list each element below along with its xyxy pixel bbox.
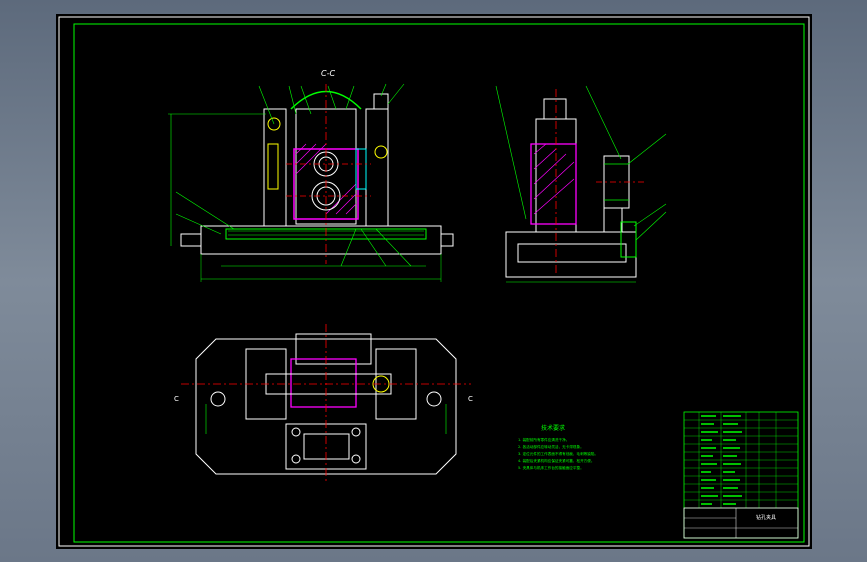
tech-req-line-3: 3. 定位元件的工作表面不得有划痕、毛刺等缺陷。	[518, 451, 598, 456]
side-workpiece	[530, 143, 577, 225]
leader-lines-top	[258, 83, 405, 125]
plan-left-slot	[210, 391, 226, 407]
title-box	[683, 507, 799, 539]
plan-bolt-4	[351, 454, 361, 464]
workpiece-hatch	[295, 143, 357, 215]
plan-top-bracket	[295, 333, 372, 365]
side-spring	[620, 221, 637, 258]
cad-drawing-viewport[interactable]: C-C	[56, 14, 812, 549]
tech-req-line-2: 2. 各活动部件应转动灵活，无卡滞现象。	[518, 444, 584, 449]
parts-list-entries	[701, 415, 718, 505]
tech-req-line-5: 5. 夹具体与机床工作台的接触面应平整。	[518, 465, 584, 470]
left-pin	[267, 143, 279, 190]
technical-requirements: 技术要求 1. 装配前所有零件应清洗干净。 2. 各活动部件应转动灵活，无卡滞现…	[518, 424, 598, 470]
section-marker-left: C	[174, 395, 179, 403]
section-label-text: C-C	[321, 69, 335, 78]
left-bolt-circle	[267, 117, 281, 131]
plan-view: C C	[174, 324, 473, 484]
side-handwheel-rings	[604, 163, 629, 201]
plan-bolt-3	[291, 454, 301, 464]
plan-right-slot	[426, 391, 442, 407]
title-block-name: 钻孔夹具	[756, 514, 776, 521]
parts-list-names	[723, 415, 742, 505]
parts-list-frame	[683, 411, 799, 539]
plan-bolt-1	[291, 427, 301, 437]
tech-req-line-1: 1. 装配前所有零件应清洗干净。	[518, 437, 569, 442]
drawing-canvas: C-C	[58, 16, 810, 547]
tech-req-line-4: 4. 装配后夹紧机构应保证夹紧可靠，松开方便。	[518, 458, 594, 463]
front-section-view: C-C	[168, 69, 454, 282]
section-marker-right: C	[468, 395, 473, 403]
title-block: 钻孔夹具	[683, 411, 799, 539]
side-view	[495, 85, 667, 283]
outer-border	[58, 16, 810, 547]
plan-bolt-2	[351, 427, 361, 437]
side-hatch	[533, 143, 575, 215]
side-top-nut	[543, 98, 567, 120]
base-plate	[200, 225, 442, 255]
side-base-inner	[517, 243, 627, 263]
base-left-lug	[180, 233, 202, 247]
right-nut	[373, 93, 389, 110]
left-column	[263, 108, 287, 227]
inner-frame	[73, 23, 805, 543]
leader-lines-bottom	[175, 191, 412, 267]
plan-workpiece	[290, 358, 357, 408]
plan-body-outline	[195, 338, 457, 475]
tech-req-title: 技术要求	[541, 424, 565, 432]
right-bolt-circle	[374, 145, 388, 159]
plan-lower-inner	[303, 433, 350, 460]
side-guide	[355, 148, 367, 190]
right-column	[365, 108, 389, 227]
side-base	[505, 231, 637, 278]
side-clamp-block	[603, 207, 623, 233]
base-right-lug	[440, 233, 454, 247]
side-leader-lines	[495, 85, 667, 241]
